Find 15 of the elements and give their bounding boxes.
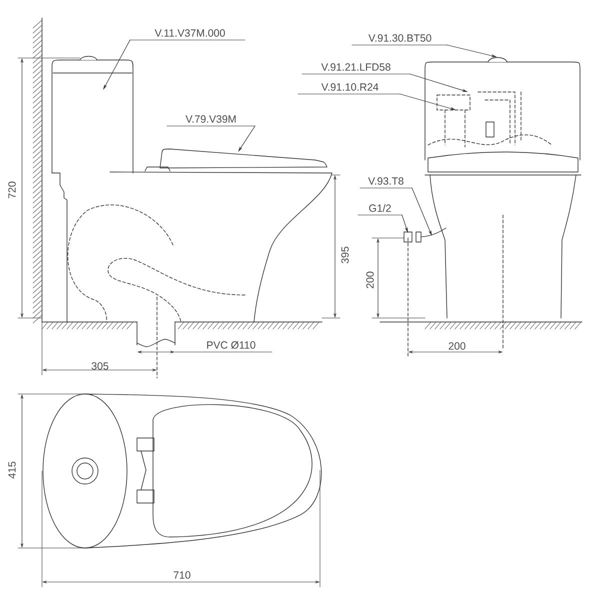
part-label: V.11.V37M.000 [130, 29, 246, 40]
part-label: V.91.21.LFD58 [302, 63, 410, 74]
part-label: G1/2 [358, 204, 402, 216]
part-label: V.79.V39M [166, 115, 256, 126]
dimension-value: 200 [448, 342, 466, 350]
dimension-value: 415 [8, 462, 16, 479]
dimension-value: 305 [92, 362, 108, 370]
part-label: V.91.10.R24 [298, 83, 400, 94]
dimension-value: 200 [366, 272, 374, 288]
part-label: V.91.30.BT50 [352, 34, 448, 46]
part-label: V.93.T8 [360, 177, 412, 188]
dimension-value: 720 [8, 182, 16, 198]
dimension-value: 710 [174, 571, 190, 579]
dimension-value: PVC Ø110 [207, 341, 256, 349]
dimension-value: 395 [341, 246, 349, 264]
